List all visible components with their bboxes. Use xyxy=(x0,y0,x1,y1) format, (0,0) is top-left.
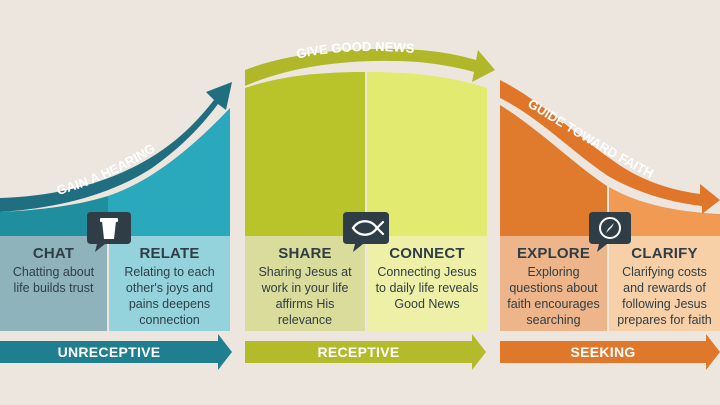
phase2-right-fill xyxy=(367,72,487,236)
step-description: Relating to each other's joys and pains … xyxy=(124,265,215,327)
step-box-explore: EXPLORE Exploring questions about faith … xyxy=(500,236,607,331)
band-label-receptive: RECEPTIVE xyxy=(317,344,400,360)
phase1-right-fill xyxy=(108,108,230,236)
step-box-share: SHARE Sharing Jesus at work in your life… xyxy=(245,236,365,331)
phase3-left-fill xyxy=(500,105,607,236)
step-box-relate: RELATE Relating to each other's joys and… xyxy=(109,236,230,331)
step-description: Clarifying costs and rewards of followin… xyxy=(617,265,712,327)
phase1-arc-arrow xyxy=(0,82,232,212)
phase1-left-fill xyxy=(0,196,108,236)
phase2-arc-arrow xyxy=(245,48,495,86)
phase2-band-arrow xyxy=(245,334,486,370)
phase3-arc-arrow xyxy=(500,80,720,214)
phase3-band-arrow xyxy=(500,334,720,370)
step-title: EXPLORE xyxy=(516,245,591,262)
compass-icon xyxy=(589,212,631,252)
band-label-unreceptive: UNRECEPTIVE xyxy=(57,344,161,360)
step-title: CHAT xyxy=(32,245,75,262)
step-description: Exploring questions about faith encourag… xyxy=(507,265,600,327)
coffee-cup-icon xyxy=(87,212,131,252)
step-title: SHARE xyxy=(278,245,332,262)
phase2-left-fill xyxy=(245,72,365,236)
band-label-seeking: SEEKING xyxy=(570,344,636,360)
step-title: RELATE xyxy=(139,245,200,262)
phase3-right-fill xyxy=(609,187,720,236)
step-box-clarify: CLARIFY Clarifying costs and rewards of … xyxy=(609,236,720,331)
step-description: Chatting about life builds trust xyxy=(12,265,95,295)
phase1-band-arrow xyxy=(0,334,232,370)
step-box-connect: CONNECT Connecting Jesus to daily life r… xyxy=(367,236,487,331)
step-description: Connecting Jesus to daily life reveals G… xyxy=(375,265,479,311)
fish-icon xyxy=(343,212,389,252)
step-description: Sharing Jesus at work in your life affir… xyxy=(258,265,352,327)
step-title: CONNECT xyxy=(389,245,465,262)
step-title: CLARIFY xyxy=(631,245,698,262)
step-box-chat: CHAT Chatting about life builds trust xyxy=(0,236,107,331)
